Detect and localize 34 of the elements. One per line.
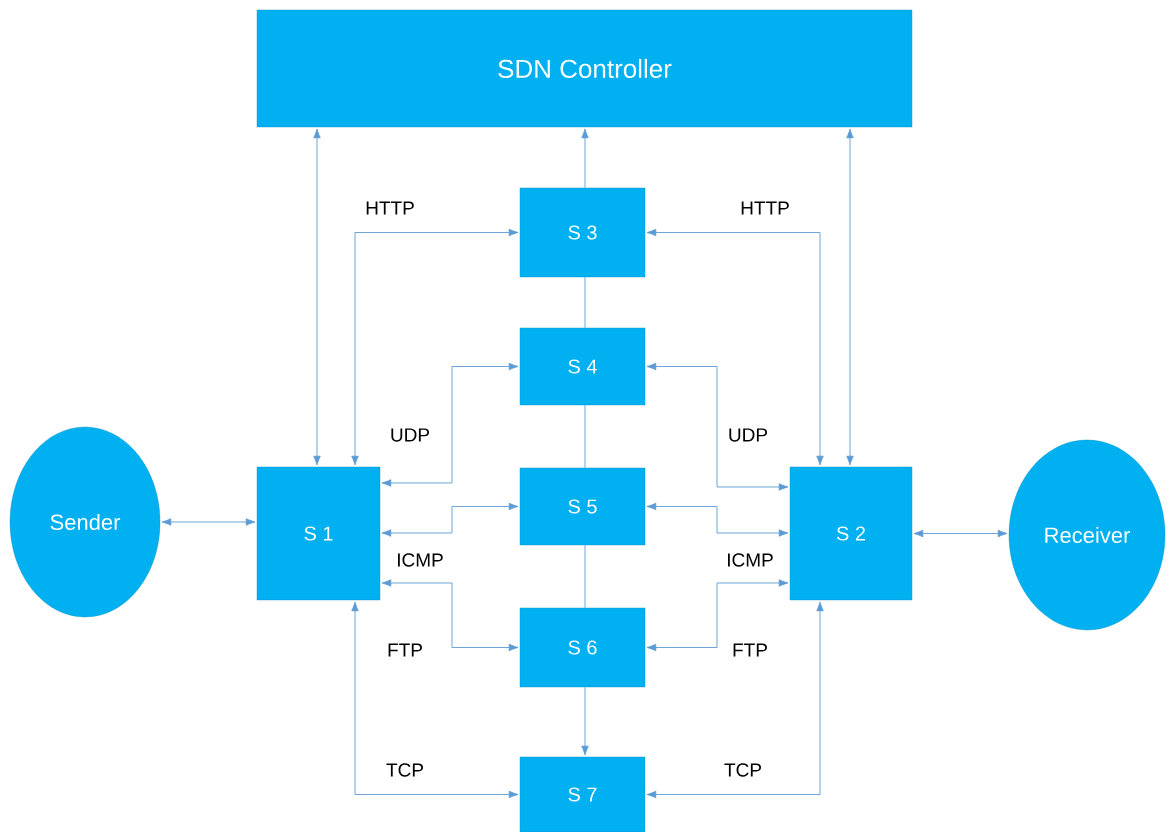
arrow — [581, 686, 589, 756]
arrow — [313, 128, 321, 466]
arrow — [646, 362, 789, 491]
edge-label: TCP — [385, 762, 425, 778]
edge-label: TCP — [723, 762, 763, 778]
arrow — [351, 228, 519, 466]
arrow — [381, 579, 519, 652]
switch-box: S 7 — [519, 756, 646, 832]
controller-box: SDN Controller — [256, 9, 913, 128]
edge-label: ICMP — [395, 552, 445, 568]
edge-label: HTTP — [739, 200, 791, 216]
arrow — [646, 579, 789, 652]
switch-box: S 4 — [519, 327, 646, 406]
switch-box: S 1 — [256, 466, 381, 601]
switch-box: S 2 — [789, 466, 913, 601]
arrow — [646, 502, 789, 537]
arrow — [581, 128, 589, 189]
arrow — [646, 601, 824, 799]
arrow — [351, 601, 519, 799]
edge-label: HTTP — [364, 200, 416, 216]
arrow — [846, 128, 854, 466]
arrow — [381, 502, 519, 537]
switch-box: S 3 — [519, 187, 646, 278]
arrow — [161, 518, 256, 526]
switch-box: S 6 — [519, 607, 646, 688]
arrow — [913, 529, 1008, 538]
edge-label: ICMP — [725, 552, 775, 568]
edge-label: UDP — [388, 427, 432, 443]
edge-label: UDP — [726, 427, 770, 443]
arrow — [381, 362, 519, 487]
edge-label: FTP — [386, 642, 424, 658]
arrow — [646, 228, 824, 466]
switch-box: S 5 — [519, 467, 646, 546]
edge-label: FTP — [731, 642, 769, 658]
